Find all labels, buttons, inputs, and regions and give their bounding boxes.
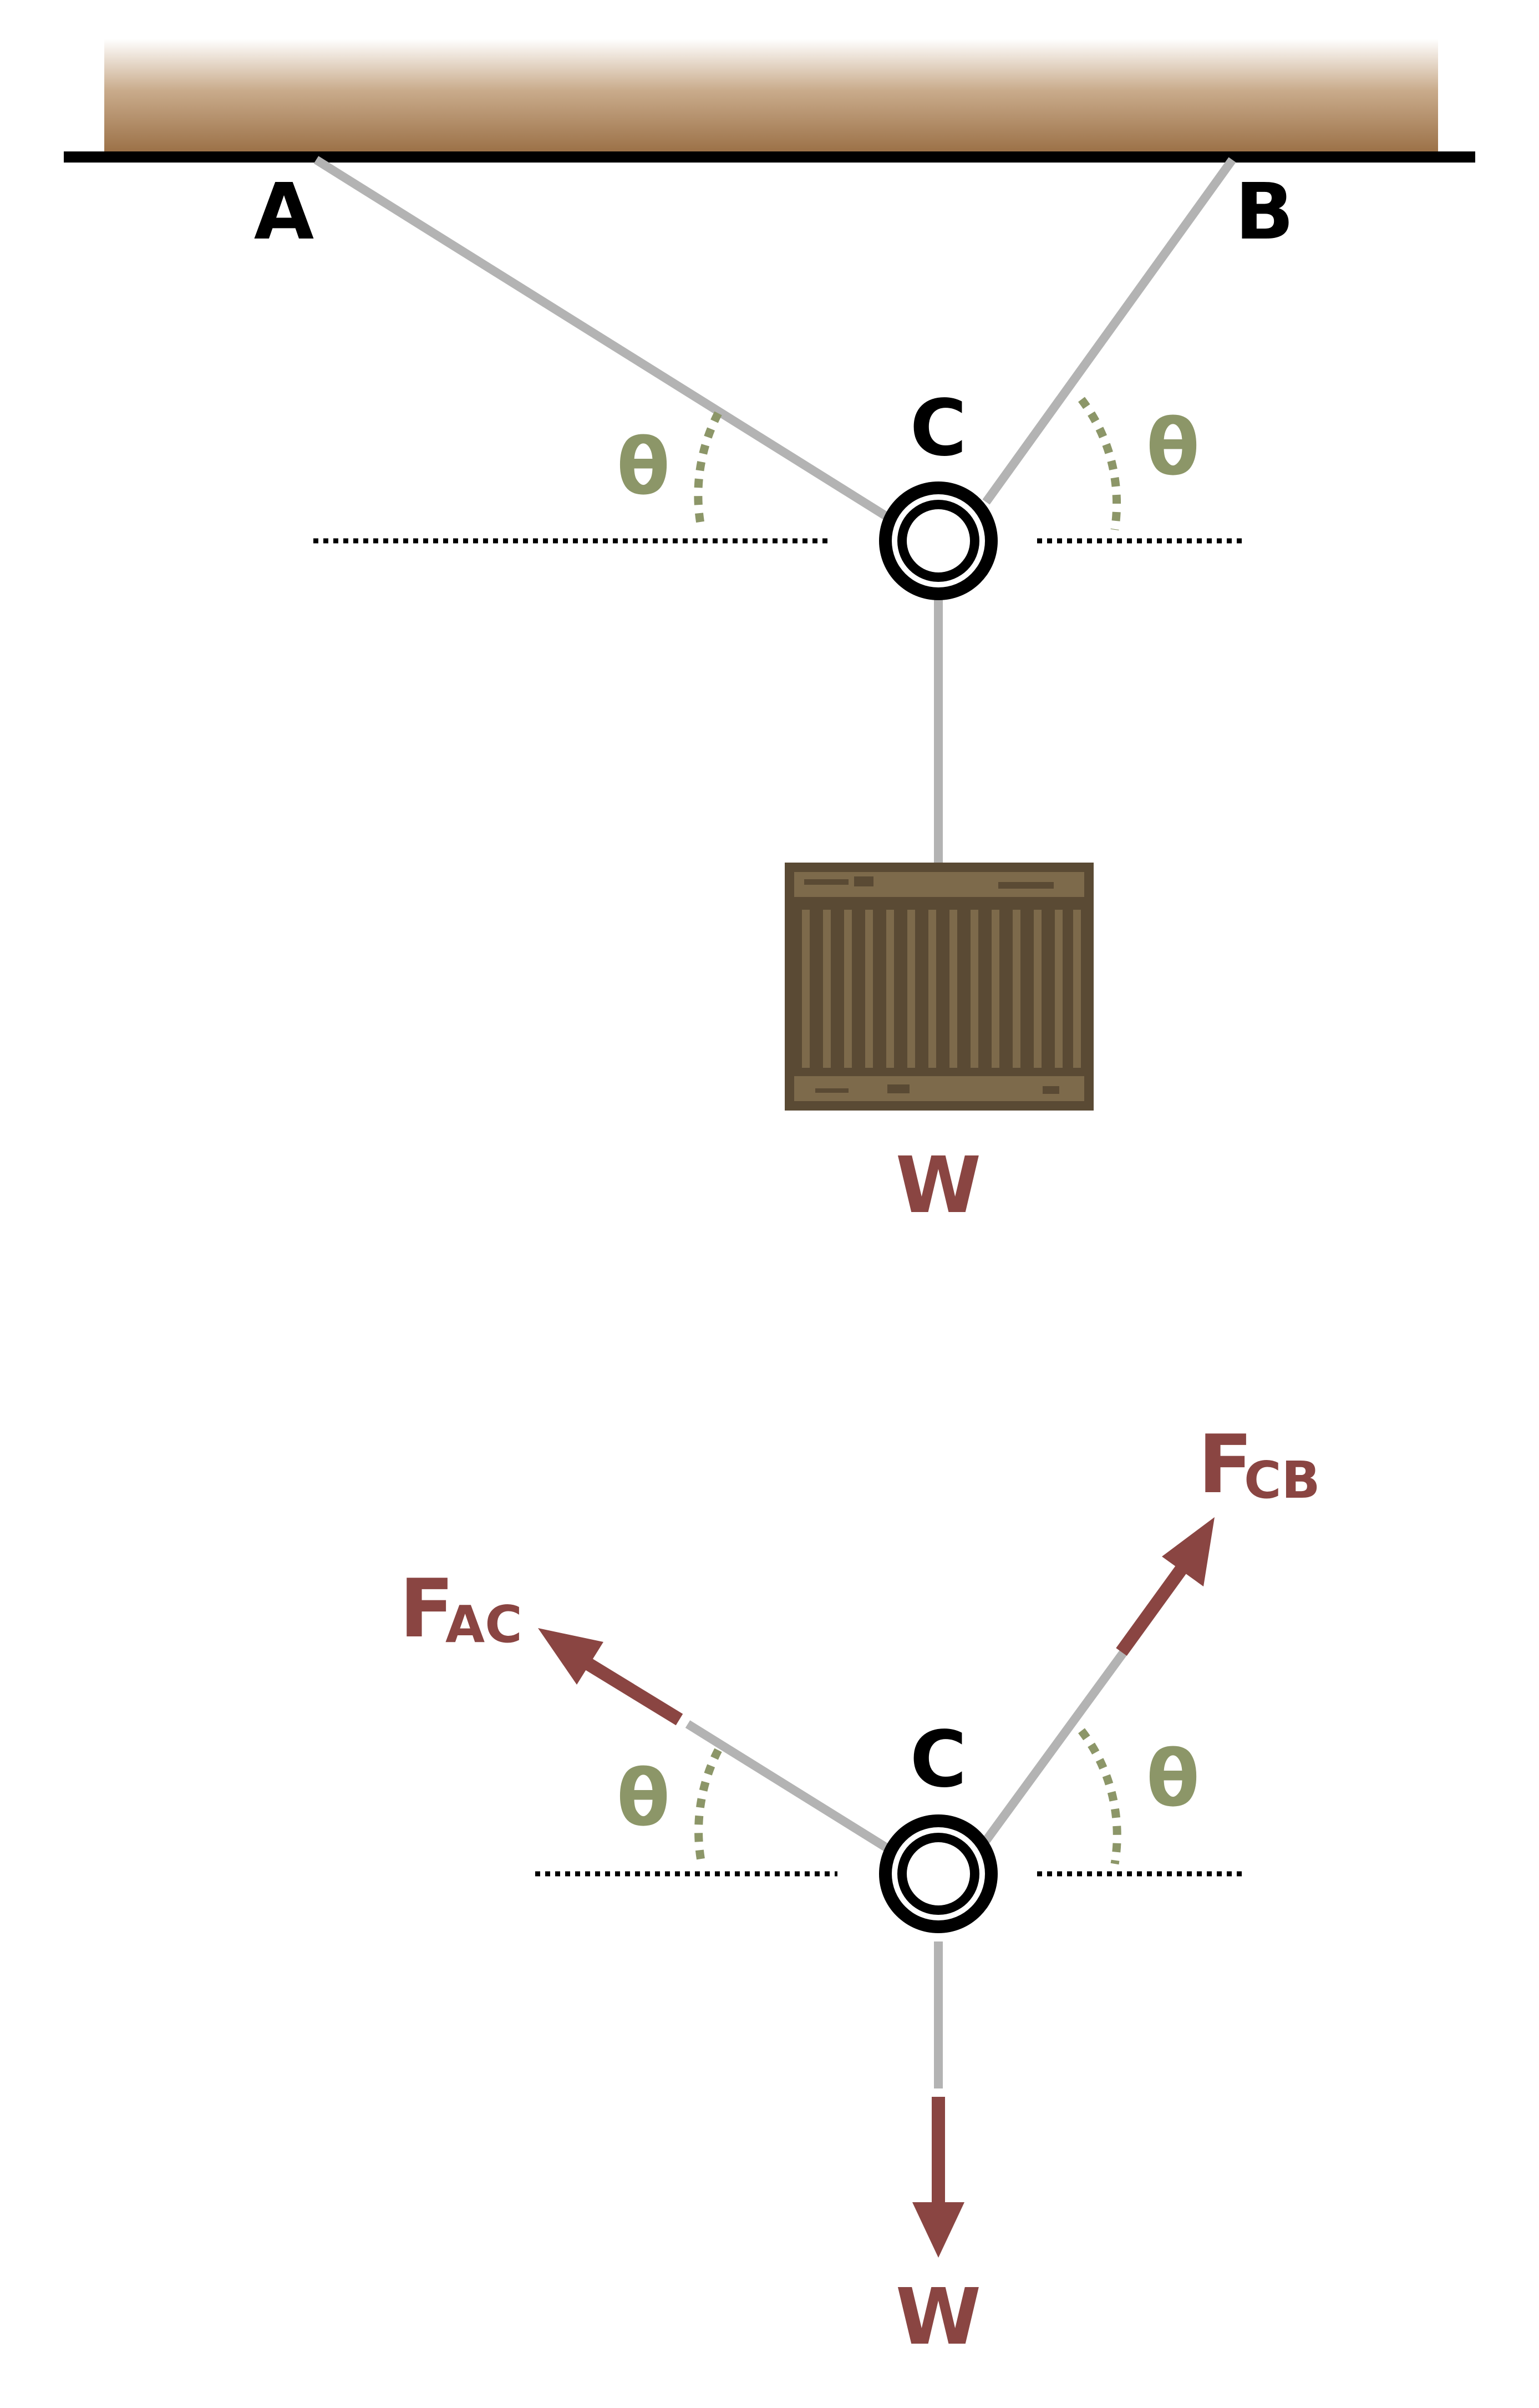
fbd-label-theta-left: θ [617,1753,670,1844]
label-force-ac: F AC [399,1562,522,1656]
force-arrow-ac [538,1628,683,1726]
label-force-cb-subscript: CB [1244,1451,1320,1510]
ceiling-block [104,39,1438,154]
label-force-ac-subscript: AC [445,1595,522,1654]
angle-arc-left [694,411,722,531]
force-arrow-w [912,2097,964,2258]
force-arrow-cb [1116,1517,1215,1656]
label-weight-top: W [896,1140,981,1231]
cable-bc [982,157,1236,505]
label-force-ac-main: F [399,1562,454,1656]
ceiling [64,39,1475,163]
cable-ac [313,156,893,523]
label-theta-left: θ [617,422,670,513]
ring-c-top [879,481,998,600]
label-point-a: A [254,167,314,257]
fbd-cable-ac [685,1720,893,1854]
fbd-label-theta-right: θ [1146,1734,1200,1824]
label-weight-bottom: W [896,2272,981,2363]
fbd-label-point-c: C [910,1715,967,1805]
angle-arc-right [1078,397,1121,531]
label-point-c: C [910,383,967,474]
crate-weight [785,863,1094,1111]
ring-c-bottom [879,1814,998,1933]
fbd-cable-cb [982,1650,1127,1843]
label-force-cb: F CB [1198,1418,1320,1512]
label-point-b: B [1235,167,1294,257]
label-theta-right: θ [1146,403,1200,493]
fbd-angle-arc-right [1078,1728,1121,1865]
label-force-cb-main: F [1198,1418,1253,1512]
fbd-angle-arc-left [694,1748,722,1865]
